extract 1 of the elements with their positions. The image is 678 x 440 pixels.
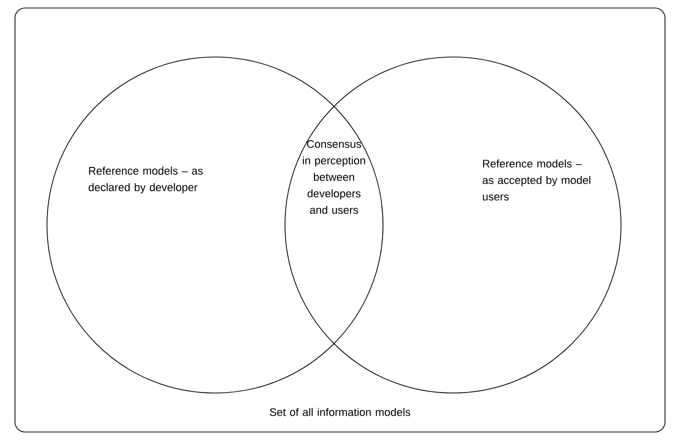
overlap-text: Consensus in perception between developers and users <box>302 140 366 214</box>
